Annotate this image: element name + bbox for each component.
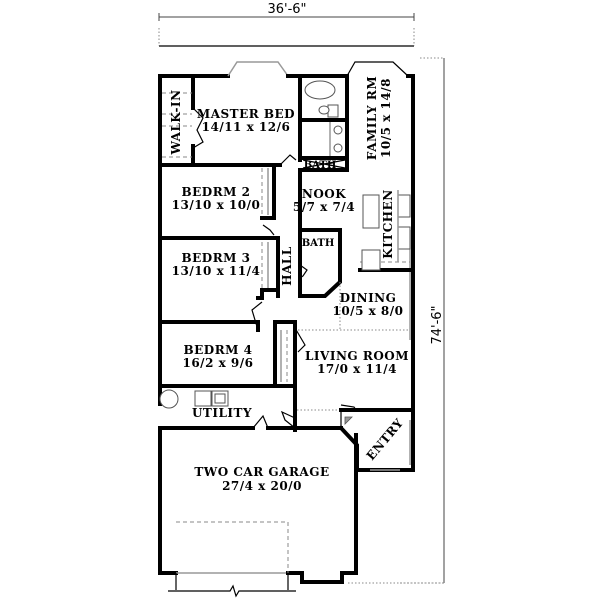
bedrm2-size: 13/10 x 10/0 [172,198,261,212]
walk-in-label: WALK-IN [169,89,183,155]
dining-size: 10/5 x 8/0 [332,304,403,318]
dining-label: DINING [340,291,397,305]
garage-door [168,521,296,598]
bedrm3-label: BEDRM 3 [182,251,251,265]
bedrm2-label: BEDRM 2 [182,185,251,199]
master-bed-size: 14/11 x 12/6 [202,120,291,134]
family-rm-label: FAMILY RM [365,76,379,160]
hall-label: HALL [280,246,294,286]
living-room-size: 17/0 x 11/4 [317,362,397,376]
garage-label: TWO CAR GARAGE [194,465,329,479]
depth-dimension-label: 74'-6" [430,305,445,344]
nook-size: 5/7 x 7/4 [293,200,355,214]
master-bath-label: BATH [304,160,337,171]
bedrm4-label: BEDRM 4 [184,343,253,357]
garage-size: 27/4 x 20/0 [222,479,302,493]
nook-label: NOOK [302,187,346,201]
master-bed-label: MASTER BED [197,107,295,121]
utility-label: UTILITY [192,406,252,420]
bedrm3-size: 13/10 x 11/4 [172,264,261,278]
hall-bath-label: BATH [302,238,335,249]
living-room-label: LIVING ROOM [305,349,409,363]
family-rm-size: 10/5 x 14/8 [379,78,393,158]
kitchen-label: KITCHEN [381,189,395,258]
bedrm4-size: 16/2 x 9/6 [182,356,253,370]
width-dimension: 36'-6" [158,2,415,46]
room-labels: WALK-IN MASTER BED 14/11 x 12/6 BATH FAM… [169,76,409,493]
entry-label: ENTRY [364,416,407,463]
width-dimension-label: 36'-6" [267,2,306,17]
interior-walls [158,74,415,472]
depth-dimension: 74'-6" [400,57,445,584]
master-bath-fixtures [302,80,346,169]
